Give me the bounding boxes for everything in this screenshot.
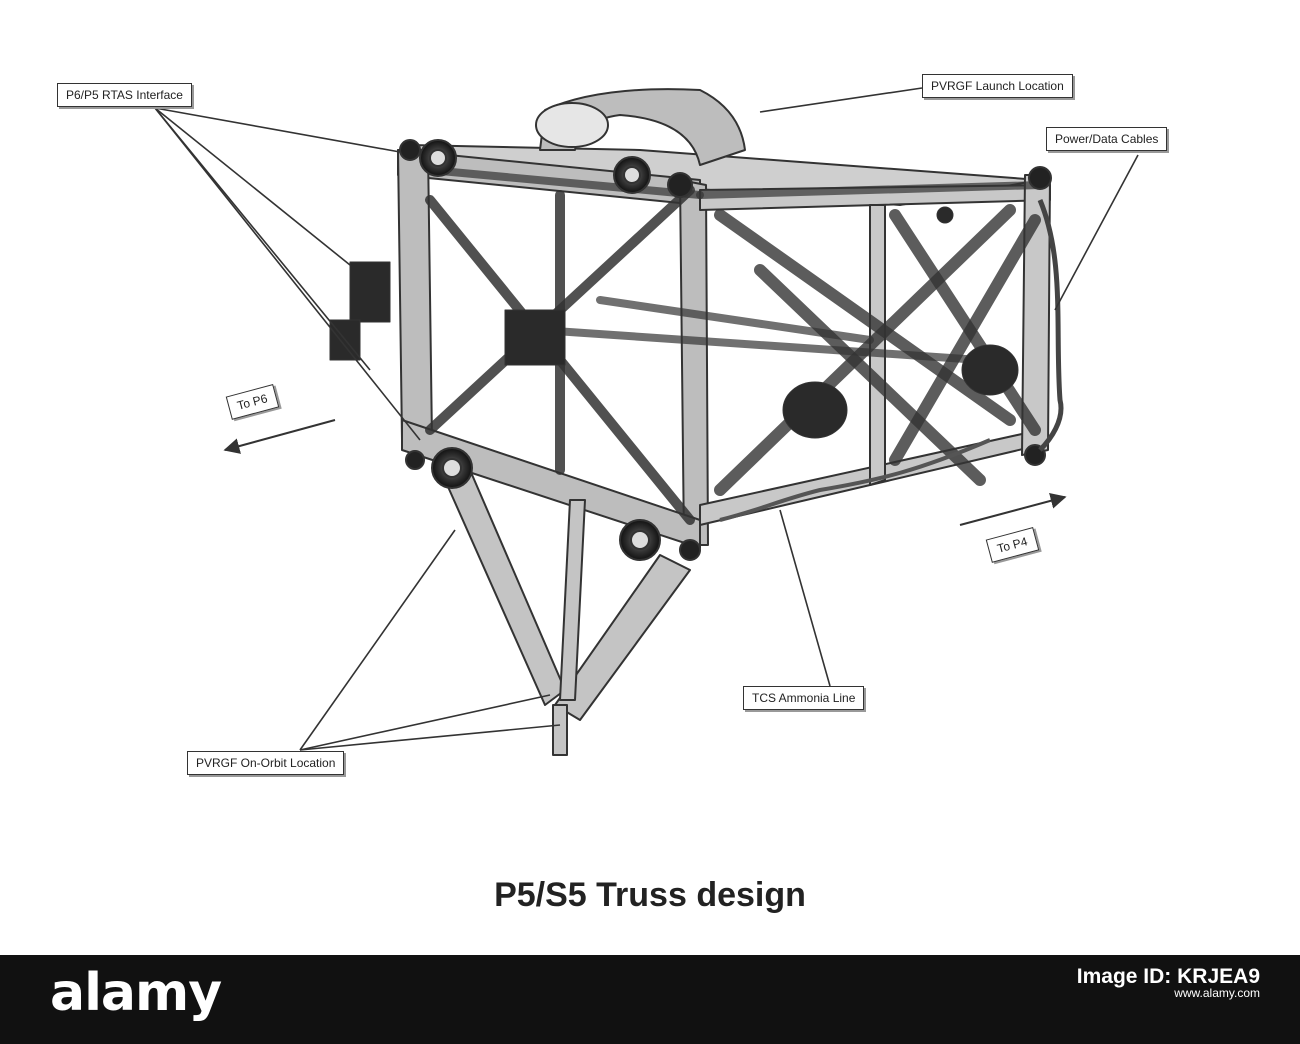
truss-structure	[329, 88, 1064, 756]
image-id-block: Image ID: KRJEA9 www.alamy.com	[1076, 965, 1260, 1001]
site-url: www.alamy.com	[1174, 986, 1260, 1000]
near-frame	[397, 149, 709, 549]
watermark-footer: alamy Image ID: KRJEA9 www.alamy.com	[0, 955, 1300, 1044]
equipment-boxes	[329, 206, 1019, 439]
power-data-cables	[1037, 199, 1064, 452]
tcs-ammonia-line	[719, 438, 991, 522]
truss-diagram	[154, 87, 1139, 756]
longitudinal-struts	[426, 166, 1044, 364]
figure-caption: P5/S5 Truss design	[494, 876, 806, 914]
alamy-logo: alamy	[50, 963, 222, 1023]
leader-lines	[154, 87, 1139, 751]
to-p6-arrow	[223, 419, 336, 454]
onorbit-legs	[444, 469, 691, 756]
label-power-data-cables: Power/Data Cables	[1046, 127, 1168, 151]
label-onorbit-location: PVRGF On-Orbit Location	[187, 751, 345, 775]
image-id: Image ID: KRJEA9	[1076, 965, 1260, 988]
label-launch-location: PVRGF Launch Location	[922, 74, 1073, 98]
corner-fittings	[399, 139, 1052, 561]
label-rtas-interface: P6/P5 RTAS Interface	[57, 83, 192, 107]
to-p4-arrow	[959, 492, 1067, 526]
label-tcs-ammonia-line: TCS Ammonia Line	[743, 686, 865, 710]
launch-dish	[535, 102, 609, 148]
